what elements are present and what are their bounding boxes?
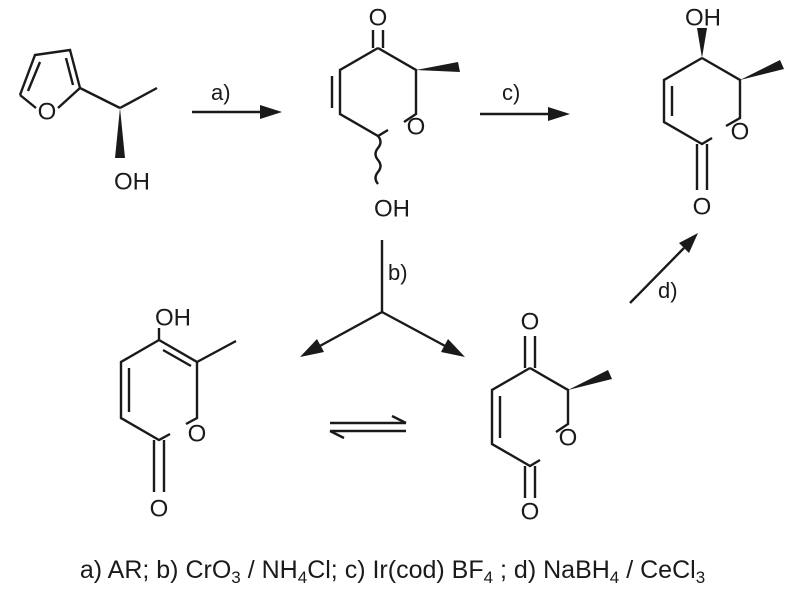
step-b-reagent-2-tail: Cl [307,556,331,584]
equilibrium-forward-barb [391,414,407,425]
furan-bond [57,87,81,109]
atom-o-carbonyl: O [693,194,712,221]
subscript: 3 [231,568,241,587]
atom-o-keto: O [521,309,540,336]
hydroxypyranone-structure: O O OH [330,5,460,223]
arrow-step-a: a) [192,80,282,119]
equilibrium-arrows [329,414,407,440]
atom-o-ring: O [188,421,207,448]
hydroxypyrone-structure: OH O O [119,305,237,523]
step-c-label: c) [344,556,373,584]
ring-double-bond [162,348,192,368]
atom-oh-pyrone: OH [155,305,191,332]
ring-bonds [701,56,742,128]
atom-oh-anomeric: OH [374,196,410,223]
atom-o-ring: O [407,114,426,141]
subscript: 4 [483,568,494,587]
arrow-branch-left [317,310,383,349]
subscript: 3 [695,568,706,587]
arrow-head [300,339,324,357]
step-d-label: d) [513,556,544,584]
atom-oh-start: OH [114,169,150,196]
step-label-c: c) [502,80,520,105]
conditions-caption: a) AR; b) CrO3 / NH4Cl; c) Ir(cod) BF4 ;… [0,556,785,587]
stereo-wedge [115,108,125,158]
arrow-head [679,233,698,253]
separator: ; [330,556,345,584]
arrow-branch-right [381,310,448,349]
step-label-d: d) [658,278,678,303]
arrow-head [441,339,465,357]
separator: ; [493,556,514,584]
furyl-ethanol-structure: O OH [18,48,158,196]
separator: ; [142,556,157,584]
arrow-shaft [629,247,685,304]
arrow-head [548,107,570,121]
step-b-reagent-1: CrO [185,556,232,584]
atom-o-carbonyl: O [150,496,169,523]
step-d-reagent-2: CeCl [640,556,696,584]
step-a-label: a) [79,556,108,584]
ring-bonds [119,338,171,442]
ring-bonds [158,338,199,426]
furan-double-bond [64,57,75,86]
arrow-head [260,105,282,119]
stereo-wedge [416,62,460,72]
methyl-bond [196,339,237,364]
equilibrium-reverse-barb [329,429,345,440]
atom-o-ring: O [731,119,750,146]
atom-o-carbonyl: O [521,499,540,526]
furan-double-bond [26,61,42,92]
subscript: 4 [297,568,308,587]
pyrandione-structure: O O O [490,309,612,526]
atom-o-ring: O [559,425,578,452]
atom-o-furan: O [38,99,57,126]
hydroxy-lactone-structure: OH O O [662,5,784,221]
ring-bonds [529,366,570,433]
step-d-reagent-1: NaBH [543,556,610,584]
step-b-label: b) [156,556,186,584]
arrow-step-d: d) [629,233,698,304]
atom-oh-product: OH [685,5,721,32]
slash: / [619,556,641,584]
furan-bond [19,94,37,109]
slash: / [240,556,262,584]
ring-bonds [338,46,389,138]
stereo-wedge [568,370,612,390]
ring-bonds [662,56,713,146]
stereo-wedge [740,60,784,80]
arrow-step-c: c) [480,80,570,121]
step-c-reagent: Ir(cod) BF [372,556,484,584]
ring-bonds [490,366,541,468]
arrow-step-b: b) [300,240,465,357]
ring-bonds [377,46,418,123]
step-a-reagent: AR [107,556,143,584]
methyl-bond [119,86,158,110]
atom-o-keto: O [369,5,388,32]
subscript: 4 [609,568,620,587]
stereo-wedge [697,28,707,58]
step-b-reagent-2: NH [261,556,298,584]
furan-ring [18,48,82,96]
wavy-bond [374,135,382,185]
side-chain-bond [79,86,121,110]
step-label-a: a) [211,80,231,105]
step-label-b: b) [388,260,408,285]
